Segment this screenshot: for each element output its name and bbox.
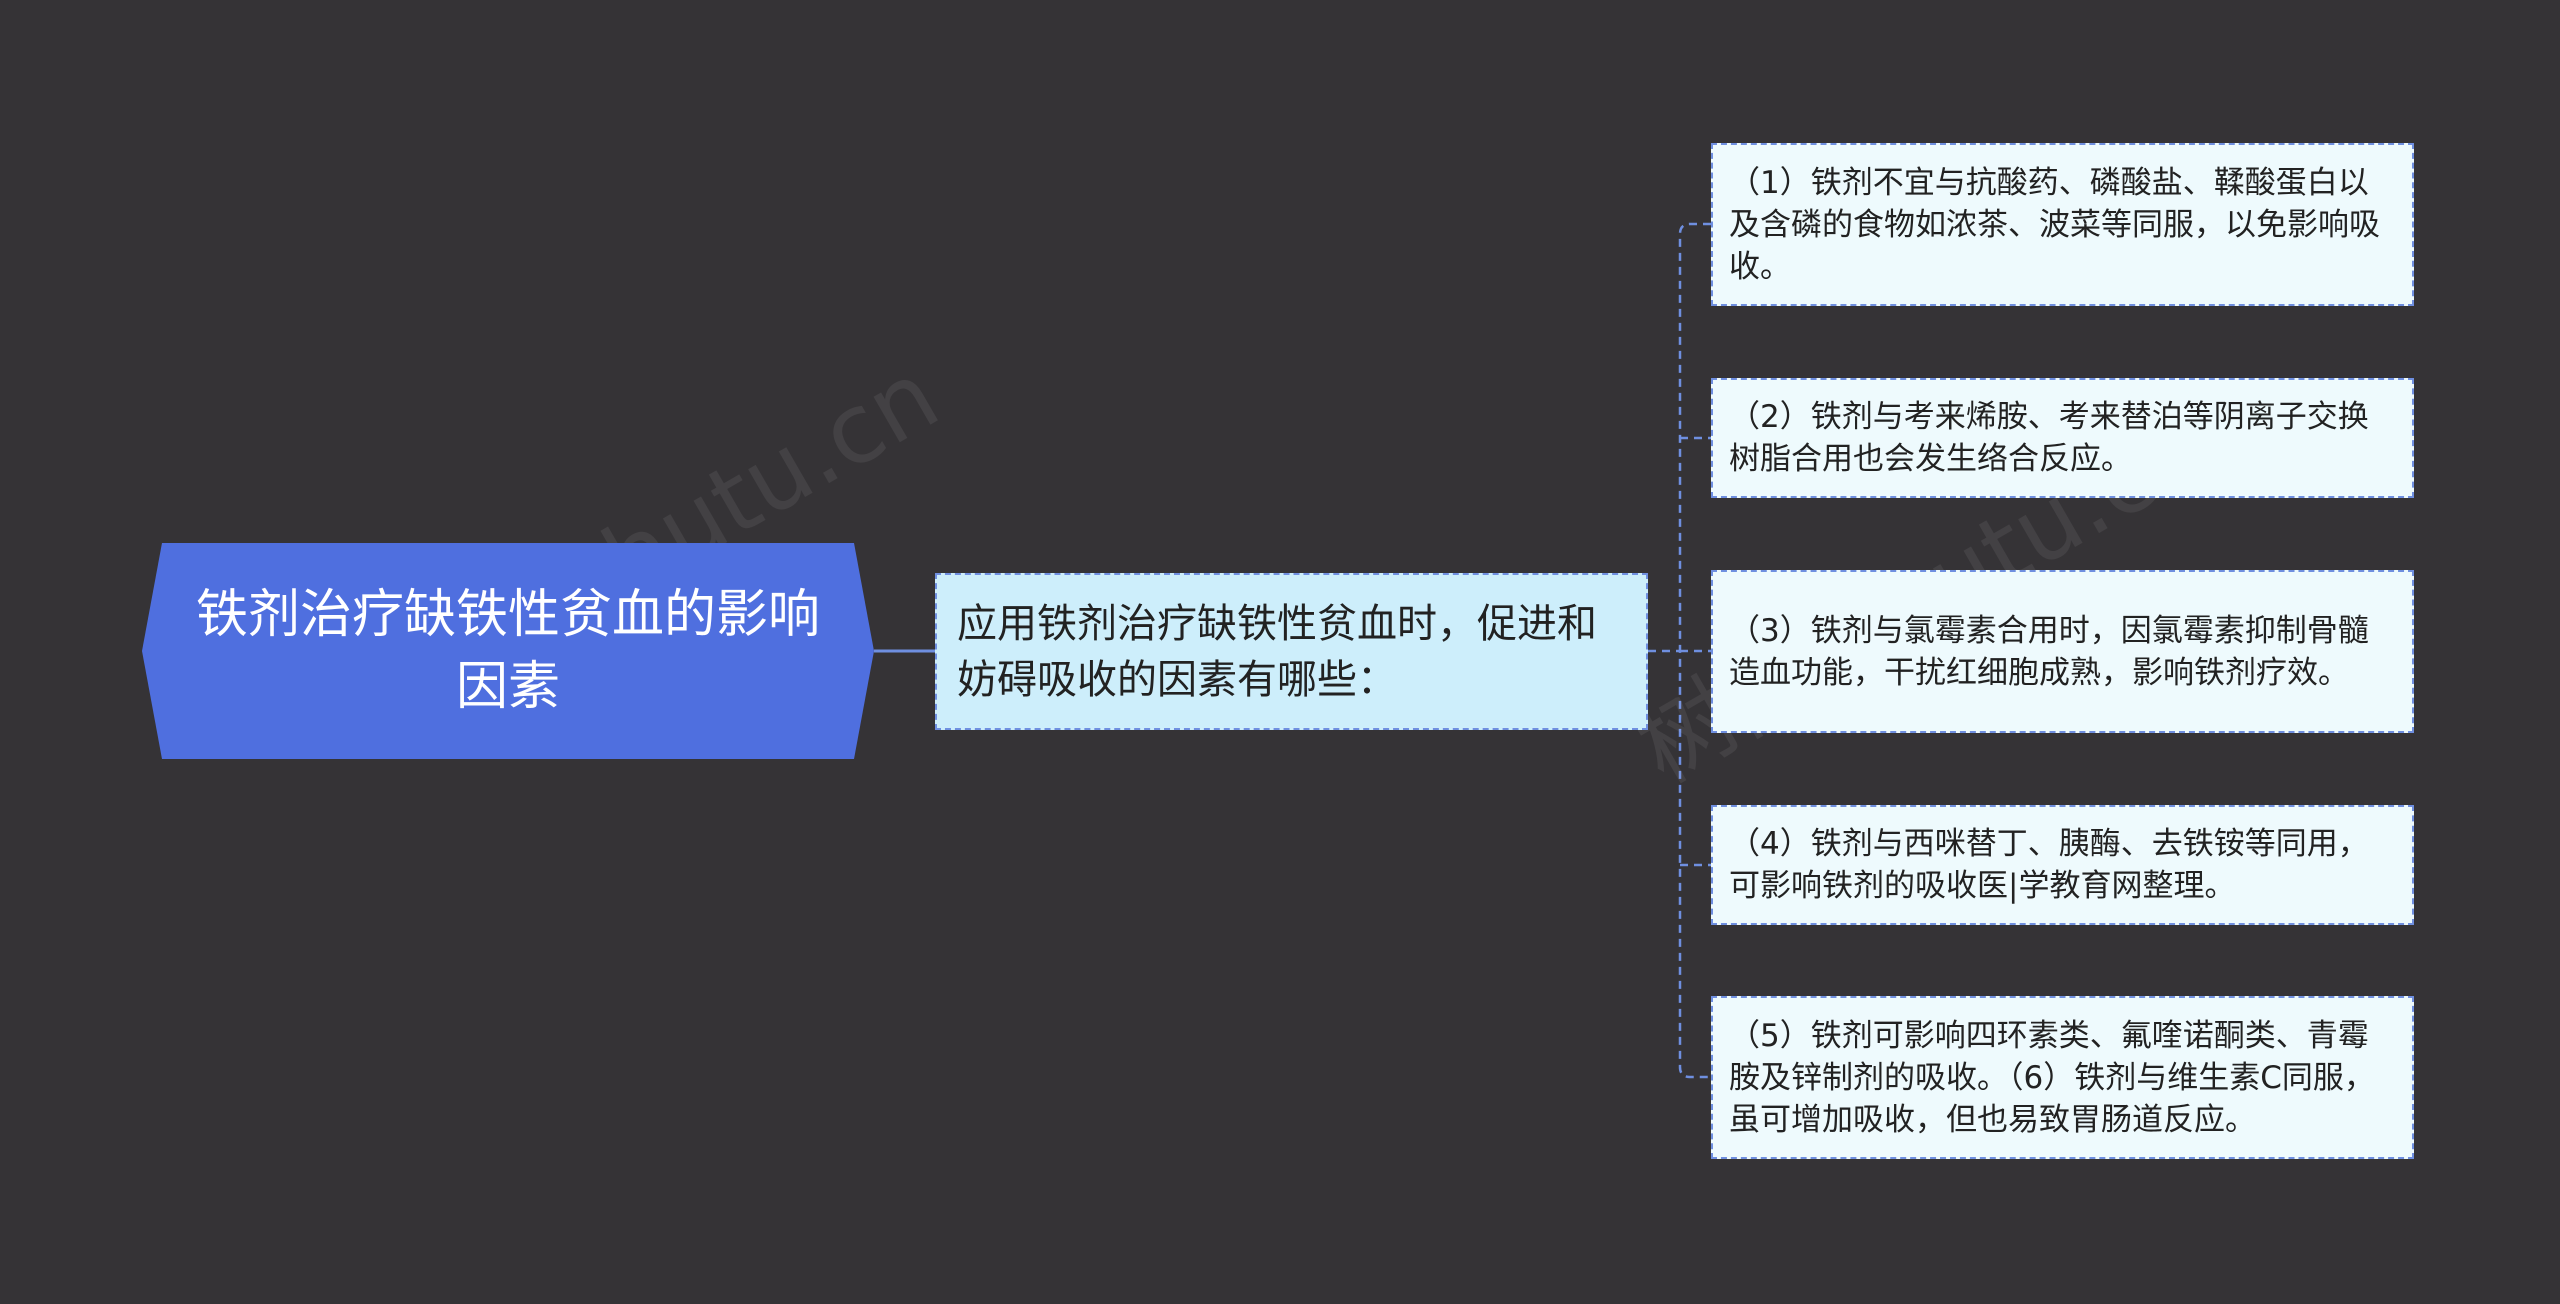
leaf-node-label: （1）铁剂不宜与抗酸药、磷酸盐、鞣酸蛋白以及含磷的食物如浓茶、波菜等同服，以免影… (1729, 164, 2380, 285)
root-node-shape (142, 543, 874, 759)
leaf-node-2[interactable]: （2）铁剂与考来烯胺、考来替泊等阴离子交换树脂合用也会发生络合反应。 (1711, 378, 2414, 498)
leaf-node-label: （2）铁剂与考来烯胺、考来替泊等阴离子交换树脂合用也会发生络合反应。 (1729, 399, 2369, 477)
root-node[interactable]: 铁剂治疗缺铁性贫血的影响因素 (142, 543, 874, 759)
leaf-node-5[interactable]: （5）铁剂可影响四环素类、氟喹诺酮类、青霉胺及锌制剂的吸收。（6）铁剂与维生素C… (1711, 996, 2414, 1159)
leaf-node-1[interactable]: （1）铁剂不宜与抗酸药、磷酸盐、鞣酸蛋白以及含磷的食物如浓茶、波菜等同服，以免影… (1711, 143, 2414, 306)
leaf-node-label: （5）铁剂可影响四环素类、氟喹诺酮类、青霉胺及锌制剂的吸收。（6）铁剂与维生素C… (1729, 1017, 2375, 1138)
branch-node[interactable]: 应用铁剂治疗缺铁性贫血时，促进和妨碍吸收的因素有哪些： (935, 573, 1648, 730)
leaf-node-label: （4）铁剂与西咪替丁、胰酶、去铁铵等同用，可影响铁剂的吸收医|学教育网整理。 (1729, 826, 2369, 904)
root-node-label: 铁剂治疗缺铁性贫血的影响因素 (195, 585, 820, 717)
leaf-node-label: （3）铁剂与氯霉素合用时，因氯霉素抑制骨髓造血功能，干扰红细胞成熟，影响铁剂疗效… (1729, 612, 2369, 691)
branch-node-label: 应用铁剂治疗缺铁性贫血时，促进和妨碍吸收的因素有哪些： (957, 600, 1597, 703)
leaf-node-4[interactable]: （4）铁剂与西咪替丁、胰酶、去铁铵等同用，可影响铁剂的吸收医|学教育网整理。 (1711, 805, 2414, 925)
leaf-node-3[interactable]: （3）铁剂与氯霉素合用时，因氯霉素抑制骨髓造血功能，干扰红细胞成熟，影响铁剂疗效… (1711, 570, 2414, 733)
